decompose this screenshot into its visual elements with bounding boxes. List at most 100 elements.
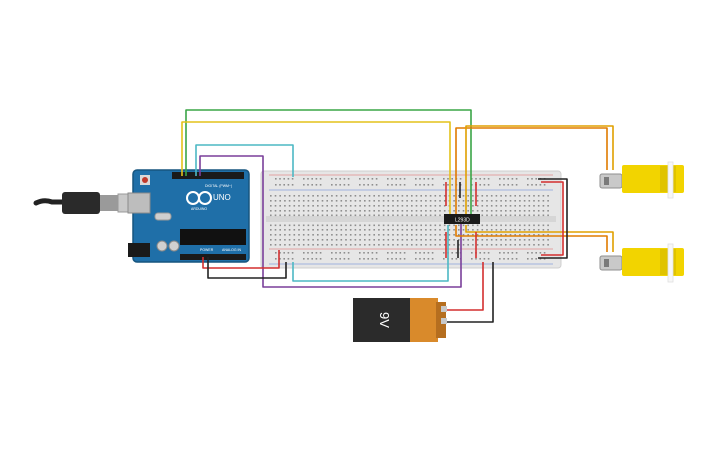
breadboard-hole [298, 244, 300, 246]
breadboard-hole [364, 200, 366, 202]
breadboard-hole [411, 234, 413, 236]
breadboard-hole [514, 224, 516, 227]
breadboard-hole [500, 210, 502, 212]
breadboard-hole [419, 252, 421, 254]
breadboard-hole [476, 234, 479, 236]
breadboard-hole [401, 239, 404, 241]
breadboard-hole [505, 200, 507, 202]
breadboard-hole [387, 214, 390, 217]
breadboard-hole [431, 184, 434, 186]
breadboard-hole [359, 252, 361, 254]
breadboard-hole [411, 224, 413, 227]
breadboard-hole [535, 252, 537, 254]
usb-port[interactable] [127, 192, 151, 214]
breadboard-hole [396, 205, 399, 207]
breadboard-hole [490, 224, 493, 227]
dc-motor-top[interactable] [599, 161, 684, 199]
breadboard-hole [528, 229, 531, 231]
breadboard-hole [359, 205, 361, 207]
breadboard-hole [331, 258, 333, 260]
breadboard-hole [368, 200, 371, 202]
breadboard-hole [420, 200, 422, 202]
battery-terminal-positive[interactable] [441, 306, 447, 312]
breadboard-hole [284, 234, 286, 236]
usb-cable [33, 192, 137, 214]
breadboard-hole [317, 224, 319, 227]
breadboard-hole [500, 234, 502, 236]
breadboard-hole [312, 244, 314, 246]
power-analog-header[interactable] [180, 254, 246, 260]
breadboard-hole [378, 200, 380, 202]
power-jack[interactable] [128, 243, 150, 257]
breadboard-hole [364, 210, 366, 212]
breadboard-hole [288, 244, 291, 246]
dc-motor-bottom[interactable] [599, 243, 684, 283]
breadboard-hole [471, 252, 473, 254]
breadboard-hole [339, 252, 341, 254]
wire-green [185, 109, 472, 214]
breadboard-hole [439, 210, 441, 212]
breadboard-hole [481, 224, 484, 227]
breadboard-hole [345, 210, 347, 212]
breadboard-hole [275, 178, 277, 180]
breadboard-hole [429, 239, 432, 241]
digital-header[interactable] [172, 172, 244, 179]
breadboard-hole [302, 239, 305, 241]
arduino-uno-board[interactable]: UNO ARDUINO DIGITAL (PWM~) POWER ANALOG … [127, 169, 250, 263]
breadboard-hole [443, 195, 446, 197]
wire-cyan-2 [292, 225, 449, 282]
breadboard-hole [483, 184, 486, 186]
breadboard-hole [391, 184, 393, 186]
breadboard-hole [368, 224, 371, 227]
breadboard-hole [419, 258, 421, 260]
breadboard-hole [434, 214, 437, 217]
breadboard-hole [514, 239, 516, 241]
breadboard[interactable] [260, 170, 562, 269]
breadboard-hole [343, 258, 346, 260]
breadboard-hole [448, 244, 451, 246]
breadboard-hole [401, 210, 404, 212]
battery-9v[interactable]: 9V [353, 298, 447, 342]
breadboard-hole [429, 210, 432, 212]
breadboard-hole [514, 214, 516, 217]
breadboard-hole [326, 234, 328, 236]
battery-terminal-negative[interactable] [441, 318, 447, 324]
breadboard-hole [396, 200, 399, 202]
breadboard-hole [347, 252, 350, 254]
breadboard-hole [415, 200, 418, 202]
breadboard-hole [307, 184, 309, 186]
breadboard-hole [500, 205, 502, 207]
breadboard-hole [367, 258, 369, 260]
breadboard-hole [279, 229, 281, 231]
breadboard-hole [503, 252, 505, 254]
breadboard-hole [527, 252, 529, 254]
breadboard-hole [535, 178, 537, 180]
breadboard-hole [505, 195, 507, 197]
breadboard-hole [364, 229, 366, 231]
breadboard-hole [406, 224, 408, 227]
breadboard-hole [307, 239, 310, 241]
breadboard-hole [364, 239, 366, 241]
breadboard-hole [511, 178, 514, 180]
breadboard-hole [378, 234, 380, 236]
breadboard-hole [509, 234, 512, 236]
breadboard-hole [542, 210, 545, 212]
breadboard-hole [335, 178, 337, 180]
breadboard-hole [326, 195, 328, 197]
breadboard-hole [462, 229, 465, 231]
breadboard-hole [542, 244, 545, 246]
breadboard-hole [363, 184, 365, 186]
breadboard-hole [274, 244, 277, 246]
breadboard-hole [302, 210, 305, 212]
breadboard-hole [382, 214, 385, 217]
breadboard-hole [453, 224, 455, 227]
breadboard-hole [359, 210, 361, 212]
l293d-driver-chip[interactable]: L293D [444, 214, 480, 224]
breadboard-hole [507, 252, 509, 254]
breadboard-hole [490, 214, 493, 217]
breadboard-hole [443, 234, 446, 236]
breadboard-hole [420, 195, 422, 197]
breadboard-hole [509, 224, 512, 227]
breadboard-hole [335, 214, 338, 217]
breadboard-hole [274, 239, 277, 241]
